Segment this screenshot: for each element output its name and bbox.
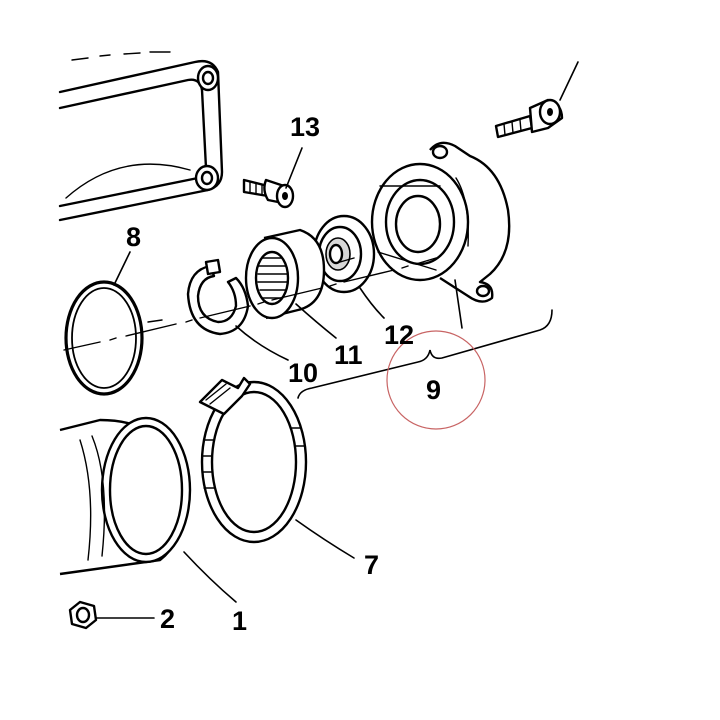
label-12: 12 xyxy=(384,320,414,350)
needle-bearing-11 xyxy=(244,228,337,339)
label-11: 11 xyxy=(334,340,363,370)
screw-right xyxy=(494,61,579,139)
bearing-carrier-9 xyxy=(370,141,511,329)
highlight-circle xyxy=(386,330,486,430)
label-10: 10 xyxy=(288,358,318,388)
housing-cover xyxy=(58,51,224,222)
o-ring-8 xyxy=(64,251,144,396)
centre-axis xyxy=(63,257,437,351)
label-2: 2 xyxy=(160,604,175,634)
group-brace xyxy=(297,309,553,399)
nut-2 xyxy=(68,600,155,630)
label-8: 8 xyxy=(126,222,141,252)
label-7: 7 xyxy=(364,550,379,580)
hose-sleeve-1 xyxy=(59,416,237,603)
ball-bearing-12 xyxy=(312,214,385,319)
label-1: 1 xyxy=(232,606,247,636)
screw-13 xyxy=(242,147,303,209)
hose-clamp-7 xyxy=(198,376,355,559)
label-9: 9 xyxy=(426,375,441,405)
label-13: 13 xyxy=(290,112,320,142)
